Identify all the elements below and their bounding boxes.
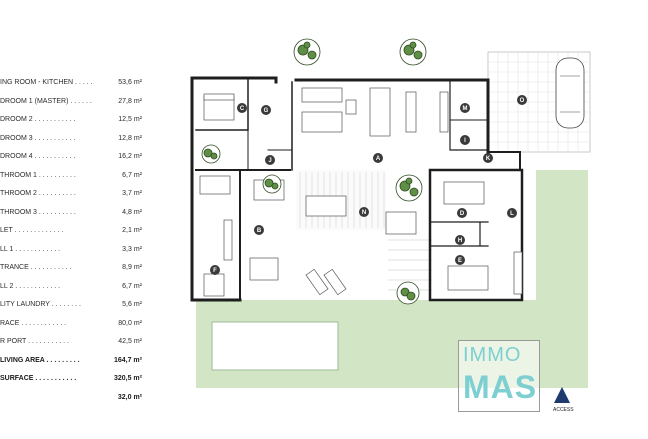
room-marker bbox=[460, 103, 470, 113]
room-marker bbox=[517, 95, 527, 105]
legend-label: ING ROOM - KITCHEN . . . . . bbox=[0, 79, 93, 86]
legend-value: 32,0 m² bbox=[117, 393, 142, 401]
legend-value: 4,8 m² bbox=[122, 208, 142, 216]
logo-line-1: IMMO bbox=[463, 344, 522, 366]
legend-row: LET . . . . . . . . . . . . . 2,1 m² bbox=[0, 224, 142, 238]
legend-row: RACE . . . . . . . . . . . . 80,0 m² bbox=[0, 317, 142, 331]
legend-label: DROOM 1 (MASTER) . . . . . . bbox=[0, 97, 92, 105]
legend-label: DROOM 4 . . . . . . . . . . . bbox=[0, 153, 76, 160]
room-marker-label: A bbox=[376, 156, 381, 162]
room-marker-label: F bbox=[213, 268, 217, 274]
legend-value: 3,3 m² bbox=[122, 245, 142, 253]
room-marker-label: L bbox=[510, 211, 514, 217]
legend-value: 80,0 m² bbox=[118, 319, 142, 327]
room-marker bbox=[373, 153, 383, 163]
logo-line-2: MAS bbox=[463, 369, 538, 405]
tree-icons bbox=[201, 38, 427, 305]
legend-label: DROOM 2 . . . . . . . . . . . bbox=[0, 116, 76, 123]
legend-value: 3,7 m² bbox=[122, 190, 142, 197]
room-marker-label: H bbox=[458, 238, 462, 244]
immomas-logo: IMMO MAS bbox=[458, 340, 540, 412]
room-marker-label: I bbox=[464, 138, 466, 144]
room-marker bbox=[254, 225, 264, 235]
legend-label: TRANCE . . . . . . . . . . . bbox=[0, 264, 72, 271]
room-marker bbox=[261, 105, 271, 115]
legend-label: LL 2 . . . . . . . . . . . . bbox=[0, 282, 61, 290]
legend-value: 164,7 m² bbox=[113, 356, 142, 364]
legend-row: TRANCE . . . . . . . . . . . 8,9 m² bbox=[0, 261, 142, 275]
legend-row: THROOM 3 . . . . . . . . . . 4,8 m² bbox=[0, 206, 142, 220]
legend-label: LET . . . . . . . . . . . . . bbox=[0, 227, 64, 234]
legend-row: DROOM 4 . . . . . . . . . . . 16,2 m² bbox=[0, 150, 142, 164]
room-marker-label: G bbox=[264, 108, 269, 114]
room-marker-label: N bbox=[362, 210, 366, 216]
legend-label: THROOM 2 . . . . . . . . . . bbox=[0, 190, 76, 197]
legend-row: THROOM 2 . . . . . . . . . . 3,7 m² bbox=[0, 187, 142, 201]
room-marker-label: D bbox=[460, 211, 465, 217]
legend-value: 320,5 m² bbox=[113, 375, 142, 382]
legend-label: LL 1 . . . . . . . . . . . . bbox=[0, 245, 61, 253]
room-marker bbox=[210, 265, 220, 275]
legend-value: 12,8 m² bbox=[118, 134, 142, 142]
legend-row: LL 1 . . . . . . . . . . . . 3,3 m² bbox=[0, 243, 142, 257]
room-marker bbox=[457, 208, 467, 218]
car-port bbox=[487, 51, 591, 153]
legend-label: LITY LAUNDRY . . . . . . . . bbox=[0, 301, 81, 308]
legend-value: 53,6 m² bbox=[118, 79, 142, 86]
legend-row: THROOM 1 . . . . . . . . . . 6,7 m² bbox=[0, 169, 142, 183]
legend-label: THROOM 3 . . . . . . . . . . bbox=[0, 208, 76, 216]
legend-label: SURFACE . . . . . . . . . . . bbox=[0, 375, 77, 382]
garden-right bbox=[536, 170, 588, 388]
legend-row: LL 2 . . . . . . . . . . . . 6,7 m² bbox=[0, 280, 142, 294]
legend-row: LITY LAUNDRY . . . . . . . . 5,6 m² bbox=[0, 298, 142, 312]
room-marker bbox=[455, 255, 465, 265]
walls bbox=[190, 76, 524, 302]
north-arrow-icon bbox=[554, 387, 570, 403]
legend-value: 42,5 m² bbox=[118, 338, 142, 345]
legend-label: LIVING AREA . . . . . . . . . bbox=[0, 356, 80, 364]
legend-value: 2,1 m² bbox=[122, 227, 142, 234]
room-marker bbox=[483, 153, 493, 163]
legend-row: ING ROOM - KITCHEN . . . . . 53,6 m² bbox=[0, 76, 142, 90]
room-markers: A B C D E F G H I J K L M N O bbox=[210, 95, 527, 275]
room-marker bbox=[507, 208, 517, 218]
room-marker-label: J bbox=[268, 158, 271, 164]
legend-row: DROOM 3 . . . . . . . . . . . 12,8 m² bbox=[0, 132, 142, 146]
legend-total-row: 32,0 m² bbox=[0, 391, 142, 405]
legend-value: 6,7 m² bbox=[122, 282, 142, 290]
car-icon bbox=[555, 57, 585, 129]
room-marker-label: E bbox=[458, 258, 462, 264]
room-marker-label: O bbox=[520, 98, 525, 104]
access-label: ACCESS bbox=[553, 407, 574, 413]
legend-value: 12,5 m² bbox=[118, 116, 142, 123]
legend-value: 16,2 m² bbox=[118, 153, 142, 160]
room-marker bbox=[237, 103, 247, 113]
legend-label: THROOM 1 . . . . . . . . . . bbox=[0, 171, 76, 179]
legend-row: R PORT . . . . . . . . . . . 42,5 m² bbox=[0, 335, 142, 349]
room-marker bbox=[265, 155, 275, 165]
legend-row: DROOM 2 . . . . . . . . . . . 12,5 m² bbox=[0, 113, 142, 127]
room-marker-label: B bbox=[257, 228, 262, 234]
room-marker-label: C bbox=[240, 106, 245, 112]
room-marker bbox=[359, 207, 369, 217]
furniture bbox=[199, 87, 523, 297]
legend-row: DROOM 1 (MASTER) . . . . . . 27,8 m² bbox=[0, 95, 142, 109]
legend-value: 5,6 m² bbox=[122, 301, 142, 308]
legend-total-row: LIVING AREA . . . . . . . . . 164,7 m² bbox=[0, 354, 142, 368]
legend-label: DROOM 3 . . . . . . . . . . . bbox=[0, 134, 76, 142]
legend-value: 8,9 m² bbox=[122, 264, 142, 271]
legend-value: 6,7 m² bbox=[122, 171, 142, 179]
legend-total-row: SURFACE . . . . . . . . . . . 320,5 m² bbox=[0, 372, 142, 386]
room-marker bbox=[460, 135, 470, 145]
legend-label: R PORT . . . . . . . . . . . bbox=[0, 338, 69, 345]
room-marker bbox=[455, 235, 465, 245]
room-marker-label: K bbox=[486, 156, 491, 162]
room-marker-label: M bbox=[463, 106, 468, 112]
legend-value: 27,8 m² bbox=[118, 97, 142, 105]
swimming-pool bbox=[211, 321, 339, 371]
legend-label: RACE . . . . . . . . . . . . bbox=[0, 319, 67, 327]
